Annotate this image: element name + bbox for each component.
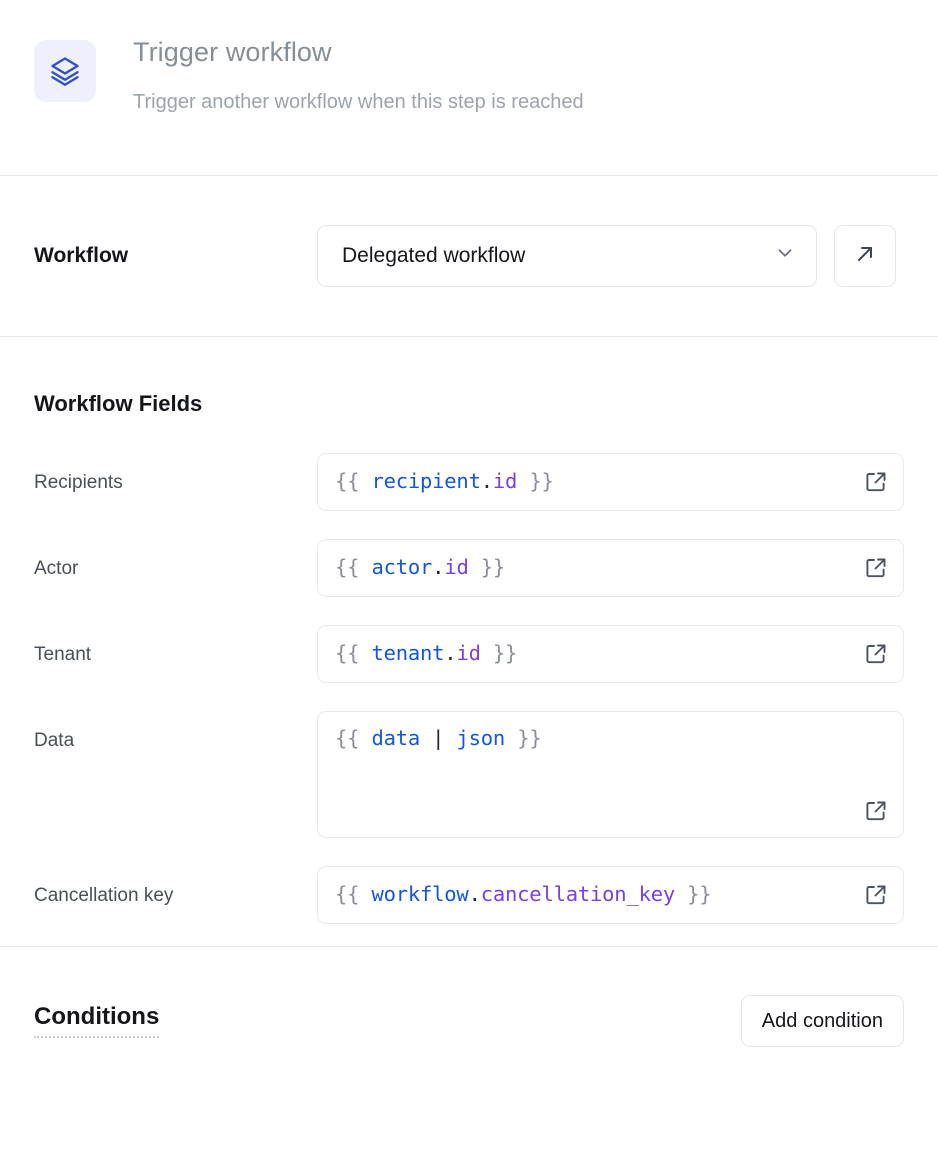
workflow-select[interactable]: Delegated workflow bbox=[317, 225, 817, 287]
liquid-template-value: {{ tenant.id }} bbox=[335, 641, 517, 667]
external-link-icon[interactable] bbox=[864, 799, 888, 823]
token-dot bbox=[420, 726, 432, 750]
token-brace: }} bbox=[675, 882, 712, 907]
field-label: Recipients bbox=[34, 472, 123, 493]
token-obj: workflow bbox=[371, 882, 469, 907]
field-input-actor[interactable]: {{ actor.id }} bbox=[317, 539, 904, 597]
workflow-label: Workflow bbox=[34, 244, 129, 267]
conditions-title: Conditions bbox=[34, 1003, 160, 1038]
divider-conditions bbox=[0, 946, 938, 947]
token-dot: . bbox=[432, 555, 445, 580]
workflow-fields-section: Workflow Fields Recipients{{ recipient.i… bbox=[0, 337, 938, 924]
fields-bottom-spacer bbox=[0, 924, 938, 946]
divider-workflow bbox=[0, 336, 938, 337]
field-input-tenant[interactable]: {{ tenant.id }} bbox=[317, 625, 904, 683]
field-label: Cancellation key bbox=[34, 885, 174, 906]
page-title: Trigger workflow bbox=[133, 37, 332, 67]
add-condition-button[interactable]: Add condition bbox=[740, 995, 904, 1047]
token-brace: {{ bbox=[335, 726, 372, 750]
field-row: Data {{ data | json }} bbox=[34, 711, 904, 838]
field-row: Tenant {{ tenant.id }} bbox=[34, 625, 904, 683]
liquid-template-value: {{ data | json }} bbox=[335, 726, 542, 752]
workflow-select-value: Delegated workflow bbox=[342, 244, 526, 267]
token-prop: id bbox=[456, 641, 481, 666]
token-dot: . bbox=[468, 882, 481, 907]
token-brace: {{ bbox=[335, 882, 372, 907]
token-prop: id bbox=[444, 555, 469, 580]
field-row: Cancellation key {{ workflow.cancellation… bbox=[34, 866, 904, 924]
liquid-template-value: {{ workflow.cancellation_key }} bbox=[335, 882, 712, 908]
token-obj: json bbox=[456, 726, 506, 750]
field-input-recipients[interactable]: {{ recipient.id }} bbox=[317, 453, 904, 511]
layers-icon bbox=[34, 40, 96, 102]
liquid-template-value: {{ recipient.id }} bbox=[335, 469, 554, 495]
field-row: Actor {{ actor.id }} bbox=[34, 539, 904, 597]
field-input-cancellation-key[interactable]: {{ workflow.cancellation_key }} bbox=[317, 866, 904, 924]
external-link-icon[interactable] bbox=[864, 642, 888, 666]
field-label: Data bbox=[34, 730, 75, 751]
token-brace: }} bbox=[517, 469, 554, 494]
token-brace: {{ bbox=[335, 469, 372, 494]
header-text-block: Trigger workflow Trigger another workflo… bbox=[133, 36, 584, 115]
token-obj: recipient bbox=[371, 469, 481, 494]
token-prop: cancellation_key bbox=[480, 882, 676, 907]
workflow-row: Workflow Delegated workflow bbox=[0, 176, 938, 336]
field-row: Recipients {{ recipient.id }} bbox=[34, 453, 904, 511]
arrow-up-right-icon bbox=[853, 242, 877, 271]
chevron-down-icon bbox=[774, 242, 796, 270]
token-brace: }} bbox=[480, 641, 518, 666]
token-brace: }} bbox=[468, 555, 506, 580]
token-prop: id bbox=[492, 469, 518, 494]
conditions-section: Conditions Add condition bbox=[0, 947, 938, 1095]
token-pipe: | bbox=[432, 726, 445, 750]
workflow-fields-list: Recipients{{ recipient.id }}Actor{{ acto… bbox=[34, 453, 904, 924]
token-obj: actor bbox=[371, 555, 433, 580]
step-header: Trigger workflow Trigger another workflo… bbox=[0, 0, 938, 175]
token-brace: {{ bbox=[335, 641, 372, 666]
field-input-data[interactable]: {{ data | json }} bbox=[317, 711, 904, 838]
token-brace: }} bbox=[505, 726, 542, 750]
page-subtitle: Trigger another workflow when this step … bbox=[133, 90, 584, 113]
open-workflow-button[interactable] bbox=[834, 225, 896, 287]
external-link-icon[interactable] bbox=[864, 556, 888, 580]
token-brace: {{ bbox=[335, 555, 372, 580]
field-label: Tenant bbox=[34, 644, 92, 665]
token-dot: . bbox=[444, 641, 457, 666]
token-obj: tenant bbox=[371, 641, 445, 666]
workflow-fields-title: Workflow Fields bbox=[34, 391, 203, 416]
token-obj: data bbox=[371, 726, 421, 750]
token-dot: . bbox=[480, 469, 493, 494]
external-link-icon[interactable] bbox=[864, 470, 888, 494]
field-label: Actor bbox=[34, 558, 79, 579]
liquid-template-value: {{ actor.id }} bbox=[335, 555, 505, 581]
divider-header bbox=[0, 175, 938, 176]
external-link-icon[interactable] bbox=[864, 883, 888, 907]
token-dot bbox=[444, 726, 456, 750]
